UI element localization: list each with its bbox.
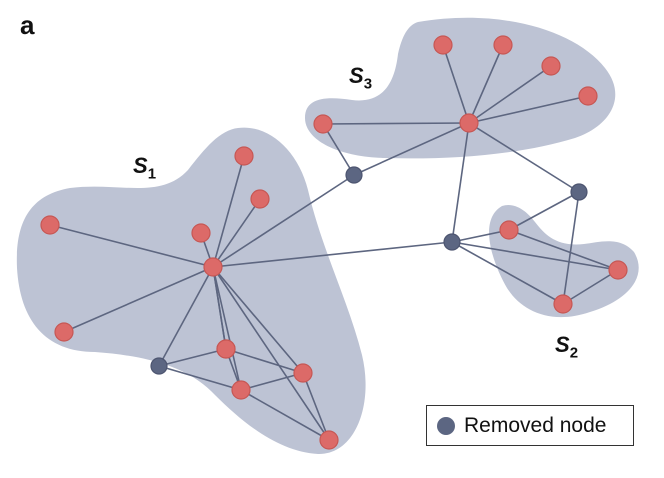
edge-b1-b6 — [322, 122, 470, 125]
removed-node-r1 — [150, 357, 168, 375]
edge-a6-a4 — [49, 224, 214, 268]
edge-r4-c2 — [451, 241, 564, 305]
panel-label: a — [20, 10, 35, 40]
removed-node-r2 — [345, 166, 363, 184]
node-b3 — [493, 35, 513, 55]
node-c1 — [499, 220, 519, 240]
region-s1 — [16, 127, 366, 455]
edge-b6-r4 — [451, 122, 470, 243]
set-regions — [16, 17, 639, 455]
node-a6 — [203, 257, 223, 277]
edge-r4-c3 — [451, 241, 619, 271]
set-label-s1: S1 — [133, 153, 157, 183]
set-label-s3: S3 — [349, 63, 373, 93]
node-b5 — [578, 86, 598, 106]
filled-circle-icon — [437, 416, 455, 435]
edge-a6-a9 — [212, 266, 304, 374]
node-a5 — [54, 322, 74, 342]
node-a8 — [231, 380, 251, 400]
edge-a6-r1 — [158, 266, 214, 367]
node-c3 — [608, 260, 628, 280]
edge-b5-b6 — [468, 95, 589, 124]
edge-r1-a8 — [158, 365, 242, 391]
edge-r2-b6 — [353, 122, 470, 176]
edge-r4-c1 — [451, 229, 510, 243]
node-a9 — [293, 363, 313, 383]
node-b6 — [459, 113, 479, 133]
edge-b4-b6 — [468, 65, 552, 124]
legend-label: Removed node — [464, 413, 607, 437]
node-a1 — [234, 146, 254, 166]
edge-a8-a10 — [240, 389, 330, 441]
edge-a6-a11 — [212, 266, 227, 350]
edge-r3-c1 — [508, 191, 580, 231]
node-a3 — [191, 223, 211, 243]
edge-r1-a7 — [158, 348, 227, 367]
nodes — [40, 35, 628, 450]
node-c2 — [553, 294, 573, 314]
edge-r3-c2 — [562, 191, 580, 305]
edge-a6-a2 — [212, 198, 261, 268]
edge-a6-a1 — [212, 155, 245, 268]
node-b1 — [313, 114, 333, 134]
removed-node-r3 — [570, 183, 588, 201]
edge-c2-c3 — [562, 269, 619, 305]
edge-a6-a5 — [63, 266, 214, 333]
node-a2 — [250, 189, 270, 209]
removed-node-r4 — [443, 233, 461, 251]
edge-a6-r4 — [212, 241, 453, 268]
edge-b6-r3 — [468, 122, 580, 193]
node-b4 — [541, 56, 561, 76]
edge-a9-a10 — [302, 372, 330, 441]
edge-a6-a10 — [212, 266, 330, 441]
edge-r2-b1 — [322, 123, 355, 176]
set-label-s2: S2 — [555, 332, 579, 362]
edge-a6-r2 — [212, 174, 355, 268]
edge-b3-b6 — [468, 44, 504, 124]
edge-b2-b6 — [442, 44, 470, 124]
legend: Removed node — [426, 405, 634, 446]
edge-c1-c3 — [508, 229, 619, 271]
edges — [49, 44, 619, 441]
node-b2 — [433, 35, 453, 55]
edge-a8-a9 — [240, 372, 304, 391]
node-a4 — [40, 215, 60, 235]
node-a11 — [216, 339, 236, 359]
edge-a6-a8 — [212, 266, 242, 391]
node-a10 — [319, 430, 339, 450]
edge-a7-a9 — [225, 348, 304, 374]
